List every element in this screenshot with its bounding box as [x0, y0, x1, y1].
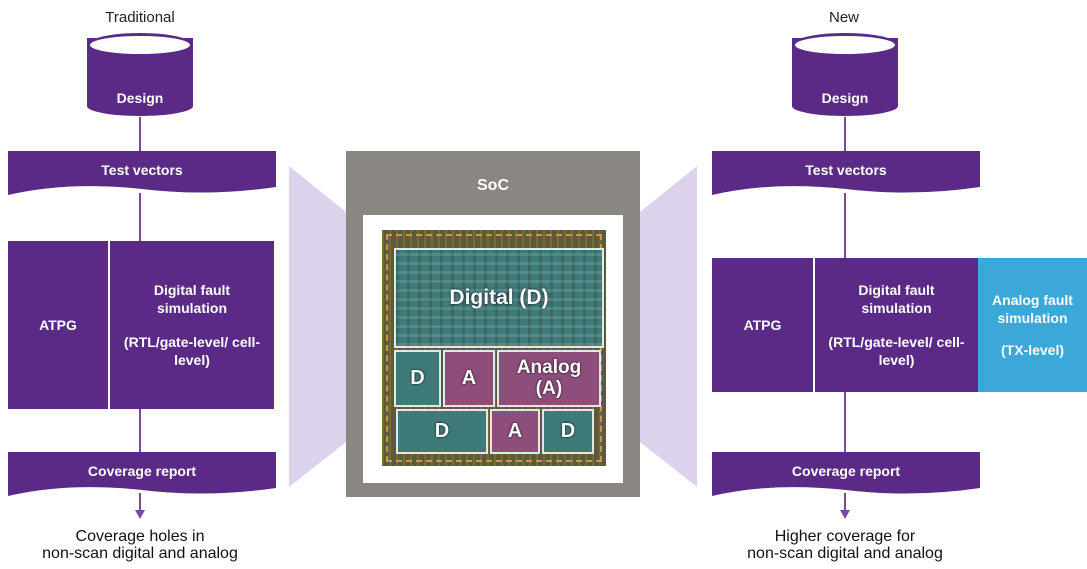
left-test-vectors-shape: [8, 151, 276, 195]
right-test-vectors-label: Test vectors: [805, 162, 887, 178]
right-atpg-label: ATPG: [743, 317, 782, 333]
left-atpg-box: ATPG: [8, 241, 108, 409]
analog-big-label-line1: Analog: [516, 357, 582, 378]
left-connector-1: [139, 117, 141, 151]
left-digital-fault-box: Digital fault simulation (RTL/gate-level…: [110, 241, 274, 409]
right-divider: [813, 258, 815, 392]
right-zoom-trapezoid: [640, 166, 697, 487]
left-coverage-report-label: Coverage report: [87, 463, 197, 479]
a-label-2: A: [507, 420, 523, 442]
right-result-caption: Higher coverage for non-scan digital and…: [705, 528, 985, 562]
left-coverage-report-shape: [8, 452, 276, 496]
soc-label: SoC: [477, 177, 509, 194]
d-label-1: D: [410, 367, 425, 389]
d-block-1: [394, 350, 441, 407]
right-design-label: Design: [821, 90, 869, 106]
left-divider: [108, 241, 110, 409]
digital-block: [394, 248, 604, 348]
d-label-3: D: [560, 420, 576, 442]
left-connector-4: [139, 493, 141, 512]
a-block-2: [490, 409, 540, 454]
right-connector-3: [844, 392, 846, 452]
d-label-2: D: [434, 420, 450, 442]
left-connector-3: [139, 409, 141, 452]
left-digital-fault-label: Digital fault simulation: [153, 282, 231, 316]
right-analog-fault-label: Analog fault simulation: [992, 292, 1073, 326]
left-design-label: Design: [116, 90, 164, 106]
analog-block: [497, 350, 601, 407]
left-atpg-label: ATPG: [39, 317, 77, 333]
right-digital-fault-box: Digital fault simulation (RTL/gate-level…: [815, 258, 978, 392]
right-test-vectors-shape: [712, 151, 980, 195]
soc-die: Digital (D) D A Analog (A) D A D: [382, 230, 606, 466]
new-heading: New: [828, 9, 859, 26]
right-connector-4: [844, 493, 846, 512]
left-zoom-trapezoid: [289, 166, 346, 487]
right-result-line1: Higher coverage for: [774, 528, 916, 545]
traditional-heading: Traditional: [105, 9, 175, 26]
left-result-caption: Coverage holes in non-scan digital and a…: [0, 528, 280, 562]
left-result-line1: Coverage holes in: [75, 528, 205, 545]
left-result-line2: non-scan digital and analog: [42, 545, 238, 562]
right-connector-1: [844, 117, 846, 151]
right-atpg-box: ATPG: [712, 258, 813, 392]
a-block-1: [443, 350, 495, 407]
left-connector-2: [139, 193, 141, 241]
digital-big-label: Digital (D): [449, 286, 549, 309]
right-analog-fault-box: Analog fault simulation (TX-level): [978, 258, 1087, 392]
right-coverage-report-label: Coverage report: [791, 463, 901, 479]
analog-big-label: Analog (A): [497, 348, 601, 408]
right-digital-levels-label: (RTL/gate-level/ cell-level): [828, 334, 965, 368]
right-arrow-icon: [840, 510, 850, 519]
left-arrow-icon: [135, 510, 145, 519]
right-connector-2: [844, 193, 846, 258]
d-block-3: [542, 409, 594, 454]
right-result-line2: non-scan digital and analog: [747, 545, 943, 562]
left-test-vectors-label: Test vectors: [101, 162, 183, 178]
right-coverage-report-shape: [712, 452, 980, 496]
right-digital-fault-label: Digital fault simulation: [858, 282, 935, 316]
right-analog-levels-label: (TX-level): [1000, 342, 1064, 358]
left-digital-levels-label: (RTL/gate-level/ cell-level): [123, 334, 261, 368]
d-block-2: [396, 409, 488, 454]
a-label-1: A: [461, 367, 477, 389]
analog-big-label-line2: (A): [535, 378, 563, 399]
